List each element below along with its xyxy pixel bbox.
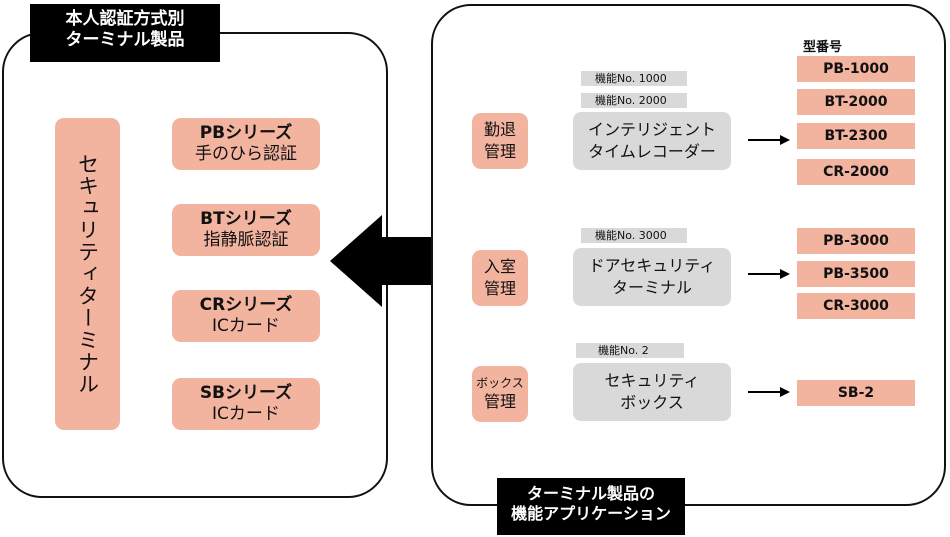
function-apps-title-line2: 機能アプリケーション	[511, 504, 671, 523]
series-name: PBシリーズ	[199, 123, 293, 144]
series-desc: 指静脈認証	[203, 229, 289, 250]
category-line1: ボックス	[476, 376, 524, 391]
right-arrow-icon	[748, 387, 790, 397]
right-arrow-icon	[748, 135, 790, 145]
category-line1: 勤退	[483, 120, 516, 140]
terminal-products-title-line2: ターミナル製品	[65, 30, 185, 51]
category-attendance: 勤退 管理	[472, 113, 528, 169]
app-line2: タイムレコーダー	[588, 142, 716, 161]
series-box-cr: CRシリーズ ICカード	[172, 290, 320, 342]
security-terminal-vertical-box: セキュリティターミナル	[55, 118, 120, 430]
big-left-arrow	[330, 215, 440, 307]
series-name: BTシリーズ	[200, 209, 292, 230]
app-line2: ターミナル	[611, 278, 692, 297]
app-line2: ボックス	[620, 393, 684, 412]
series-desc: 手のひら認証	[195, 143, 297, 164]
series-name: CRシリーズ	[199, 295, 293, 316]
model-number: CR-3000	[797, 293, 915, 319]
series-box-sb: SBシリーズ ICカード	[172, 378, 320, 430]
category-line2: 管理	[483, 392, 516, 412]
category-line2: 管理	[483, 279, 516, 298]
function-number-label: 機能No. 2	[576, 343, 684, 358]
model-number: PB-3500	[797, 261, 915, 287]
series-box-pb: PBシリーズ 手のひら認証	[172, 118, 320, 170]
function-apps-title-line1: ターミナル製品の	[526, 484, 655, 503]
series-box-bt: BTシリーズ 指静脈認証	[172, 204, 320, 256]
function-number-label: 機能No. 3000	[581, 228, 687, 243]
category-line1: 入室	[483, 257, 516, 277]
model-number: CR-2000	[797, 159, 915, 185]
series-name: SBシリーズ	[199, 383, 293, 404]
model-number-header: 型番号	[803, 40, 843, 55]
app-intelligent-time-recorder: インテリジェント タイムレコーダー	[573, 112, 731, 170]
category-entry: 入室 管理	[472, 250, 528, 306]
app-security-box: セキュリティ ボックス	[573, 363, 731, 421]
model-number: BT-2000	[797, 89, 915, 115]
category-box: ボックス 管理	[472, 366, 528, 422]
right-arrow-icon	[748, 269, 790, 279]
terminal-products-title: 本人認証方式別 ターミナル製品	[30, 4, 220, 62]
app-line1: セキュリティ	[604, 370, 700, 390]
app-door-security-terminal: ドアセキュリティ ターミナル	[573, 248, 731, 306]
terminal-products-title-line1: 本人認証方式別	[65, 9, 185, 29]
function-number-label: 機能No. 2000	[581, 93, 687, 108]
app-line1: インテリジェント	[587, 119, 716, 139]
series-desc: ICカード	[212, 403, 280, 424]
model-number: PB-1000	[797, 56, 915, 82]
security-terminal-label: セキュリティターミナル	[75, 153, 100, 395]
model-number: SB-2	[797, 380, 915, 406]
series-desc: ICカード	[212, 315, 280, 336]
function-apps-title: ターミナル製品の 機能アプリケーション	[497, 478, 685, 535]
model-number: PB-3000	[797, 228, 915, 254]
function-number-label: 機能No. 1000	[581, 71, 687, 86]
model-number: BT-2300	[797, 123, 915, 149]
app-line1: ドアセキュリティ	[588, 255, 716, 275]
category-line2: 管理	[483, 142, 516, 161]
